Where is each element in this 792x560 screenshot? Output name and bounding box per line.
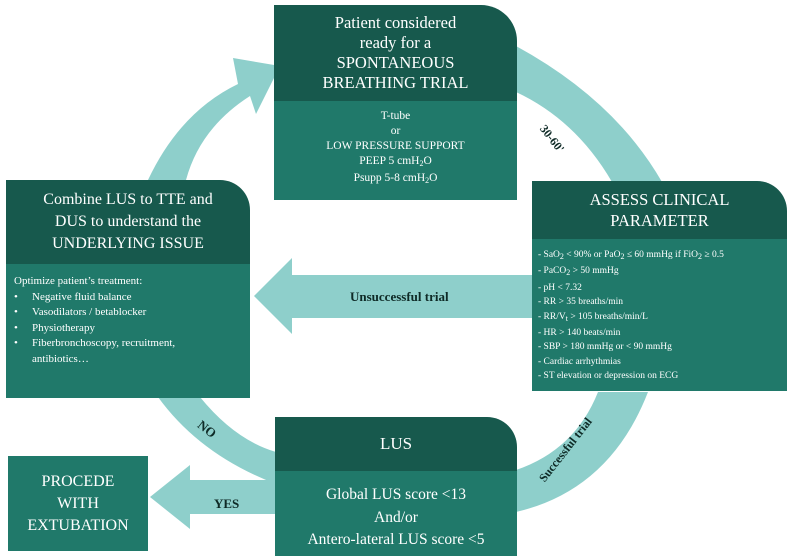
- criterion-paco2: - PaCO2 > 50 mmHg: [538, 266, 619, 278]
- label-unsuccessful-trial: Unsuccessful trial: [350, 289, 449, 304]
- lus-and-or: And/or: [374, 508, 418, 526]
- sbt-header-line-4: BREATHING TRIAL: [322, 73, 469, 92]
- lus-header-text: LUS: [379, 434, 413, 453]
- assess-header-line-1: ASSESS CLINICAL: [589, 190, 730, 209]
- lus-criteria: Global LUS score <13 And/or Antero-later…: [275, 471, 517, 556]
- list-item: •Physiotherapy: [14, 321, 95, 334]
- criterion-sao2: - SaO2 < 90% or PaO2 ≤ 60 mmHg if FiO2 ≥…: [538, 250, 724, 261]
- sbt-header-line-3: SPONTANEOUS: [336, 53, 455, 72]
- lus-header: LUS: [275, 417, 517, 471]
- curved-arrow-to-assess: [516, 46, 662, 182]
- curved-arrow-to-top: [148, 58, 280, 180]
- criterion-st-elevation: - ST elevation or depression on ECG: [538, 371, 679, 382]
- criterion-rr-vt: - RR/Vt > 105 breaths/min/L: [538, 311, 648, 323]
- sbt-psupp: Psupp 5-8 cmH2O: [353, 172, 438, 185]
- underlying-issue-box: Combine LUS to TTE and DUS to understand…: [6, 180, 250, 398]
- criterion-rr: - RR > 35 breaths/min: [538, 297, 624, 308]
- arrow-unsuccessful-trial: [254, 258, 532, 334]
- underlying-header-line-1: Combine LUS to TTE and: [43, 191, 213, 208]
- curved-arrow-to-lus: [516, 392, 648, 512]
- procede-with-extubation-box: PROCEDE WITH EXTUBATION: [8, 456, 148, 551]
- lus-score-box: LUS Global LUS score <13 And/or Antero-l…: [275, 417, 517, 556]
- underlying-issue-header: Combine LUS to TTE and DUS to understand…: [6, 180, 250, 264]
- list-item: •Vasodilators / betablocker: [14, 306, 147, 318]
- list-item: •Fiberbronchoscopy, recruitment,: [14, 337, 176, 349]
- treatment-list: •Negative fluid balance •Vasodilators / …: [14, 290, 244, 352]
- lus-global-score: Global LUS score <13: [325, 486, 467, 503]
- sbt-option-or: or: [390, 125, 401, 137]
- assess-header-line-2: PARAMETER: [610, 211, 709, 230]
- assess-clinical-parameter-box: ASSESS CLINICAL PARAMETER - SaO2 < 90% o…: [532, 181, 787, 391]
- criterion-cardiac-arrhythmias: - Cardiac arrhythmias: [538, 356, 621, 367]
- sbt-peep: PEEP 5 cmH2O: [359, 155, 432, 168]
- criterion-ph: - pH < 7.32: [538, 282, 582, 293]
- extubation-line-1: PROCEDE: [41, 472, 115, 490]
- spontaneous-breathing-trial-box: Patient considered ready for a SPONTANEO…: [274, 5, 517, 200]
- sbt-header-line-2: ready for a: [359, 33, 432, 52]
- sbt-header: Patient considered ready for a SPONTANEO…: [274, 5, 517, 101]
- assess-header: ASSESS CLINICAL PARAMETER: [532, 181, 787, 239]
- optimize-title: Optimize patient’s treatment:: [14, 275, 143, 287]
- curved-arrow-no: [158, 397, 276, 484]
- criterion-sbp: - SBP > 180 mmHg or < 90 mmHg: [538, 342, 672, 353]
- underlying-header-line-2: DUS to understand the: [54, 213, 202, 230]
- assess-criteria-list: - SaO2 < 90% or PaO2 ≤ 60 mmHg if FiO2 ≥…: [532, 239, 787, 391]
- sbt-option-ttube: T-tube: [380, 110, 411, 122]
- label-yes: YES: [214, 496, 240, 511]
- extubation-line-3: EXTUBATION: [27, 516, 129, 534]
- sbt-header-line-1: Patient considered: [334, 13, 457, 32]
- list-item: •Negative fluid balance: [14, 290, 132, 303]
- treatment-list-panel: Optimize patient’s treatment: •Negative …: [6, 264, 250, 398]
- criterion-hr: - HR > 140 beats/min: [538, 328, 621, 339]
- sbt-body: T-tube or LOW PRESSURE SUPPORT PEEP 5 cm…: [274, 101, 517, 200]
- extubation-line-2: WITH: [57, 494, 99, 512]
- lus-antero-lateral-score: Antero-lateral LUS score <5: [307, 531, 485, 548]
- underlying-header-line-3: UNDERLYING ISSUE: [52, 235, 204, 252]
- treatment-continuation: antibiotics…: [32, 352, 89, 365]
- sbt-option-low-pressure: LOW PRESSURE SUPPORT: [326, 140, 465, 152]
- arrow-yes: [150, 465, 276, 529]
